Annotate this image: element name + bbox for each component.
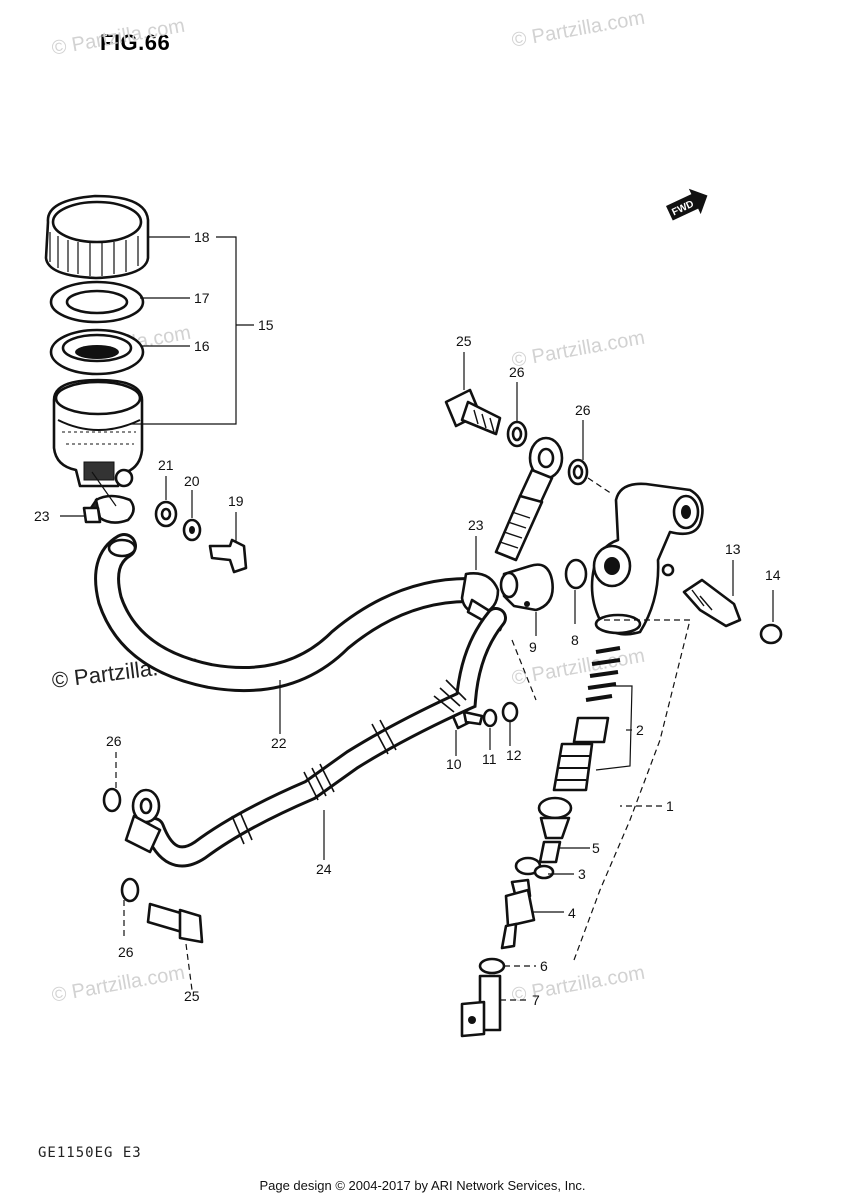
reservoir-hose xyxy=(94,533,481,693)
o-ring-8 xyxy=(564,558,588,590)
callout-26c: 26 xyxy=(106,733,122,749)
nut-6 xyxy=(478,957,506,975)
master-cylinder-body xyxy=(590,482,704,636)
callout-9: 9 xyxy=(529,639,537,655)
piston xyxy=(552,742,594,792)
callout-12: 12 xyxy=(506,747,522,763)
callout-21: 21 xyxy=(158,457,174,473)
callout-11: 11 xyxy=(482,751,497,767)
lock-washer-20 xyxy=(182,518,202,542)
callout-25b: 25 xyxy=(184,988,200,1004)
callout-14: 14 xyxy=(765,567,781,583)
callout-8: 8 xyxy=(571,632,579,648)
callout-16: 16 xyxy=(194,338,210,354)
callout-24: 24 xyxy=(316,861,332,877)
boot-4 xyxy=(500,878,536,950)
reservoir-body xyxy=(52,378,144,488)
callout-10: 10 xyxy=(446,756,462,772)
push-rod-seat xyxy=(537,796,573,840)
washer-11 xyxy=(482,708,498,728)
callout-22: 22 xyxy=(271,735,287,751)
model-code: GE1150EG E3 xyxy=(38,1145,142,1161)
diaphragm xyxy=(49,328,145,376)
washer-12 xyxy=(501,701,519,723)
bolt-19 xyxy=(208,538,248,574)
circlip-3 xyxy=(514,856,555,880)
callout-2: 2 xyxy=(636,722,644,738)
callout-23b: 23 xyxy=(468,517,484,533)
banjo-bolt-25 xyxy=(444,388,502,436)
callout-26b: 26 xyxy=(575,402,591,418)
callout-18: 18 xyxy=(194,229,210,245)
cap-14 xyxy=(759,623,783,645)
callout-15: 15 xyxy=(258,317,274,333)
diaphragm-plate xyxy=(49,280,145,324)
sealing-washer-26a xyxy=(506,420,528,448)
callout-17: 17 xyxy=(194,290,210,306)
footer-copyright: Page design © 2004-2017 by ARI Network S… xyxy=(259,1178,586,1193)
leader-lines xyxy=(115,236,774,1001)
callout-19: 19 xyxy=(228,493,244,509)
banjo-bolt-25b xyxy=(146,902,204,944)
callout-25a: 25 xyxy=(456,333,472,349)
washer-21 xyxy=(154,500,178,528)
clevis-7 xyxy=(460,974,502,1038)
callout-13: 13 xyxy=(725,541,741,557)
bolt-13 xyxy=(682,578,742,628)
callout-1: 1 xyxy=(666,798,674,814)
callout-7: 7 xyxy=(532,992,540,1008)
piston-cup xyxy=(572,716,610,744)
callout-6: 6 xyxy=(540,958,548,974)
callout-26d: 26 xyxy=(118,944,134,960)
sealing-washer-26b xyxy=(567,458,613,495)
brake-hose-fitting xyxy=(494,494,544,562)
spring xyxy=(585,646,621,702)
callout-20: 20 xyxy=(184,473,200,489)
fig-title: FIG.66 xyxy=(100,30,171,55)
callout-23a: 23 xyxy=(34,508,50,524)
reservoir-cap xyxy=(44,194,150,280)
callout-3: 3 xyxy=(578,866,586,882)
callout-4: 4 xyxy=(568,905,576,921)
fwd-arrow: FWD xyxy=(666,188,708,221)
brake-hose xyxy=(143,607,507,868)
callout-26a: 26 xyxy=(509,364,525,380)
callout-5: 5 xyxy=(592,840,600,856)
sealing-washer-26d xyxy=(120,877,140,903)
hose-end-fitting xyxy=(102,787,162,854)
inlet-fitting-9 xyxy=(499,563,554,612)
push-rod-5 xyxy=(538,840,562,864)
callout-labels: 18 17 16 15 21 20 19 23 25 26 26 23 9 8 … xyxy=(34,229,781,1008)
banjo-fitting xyxy=(518,436,564,506)
screw-23 xyxy=(60,506,102,524)
